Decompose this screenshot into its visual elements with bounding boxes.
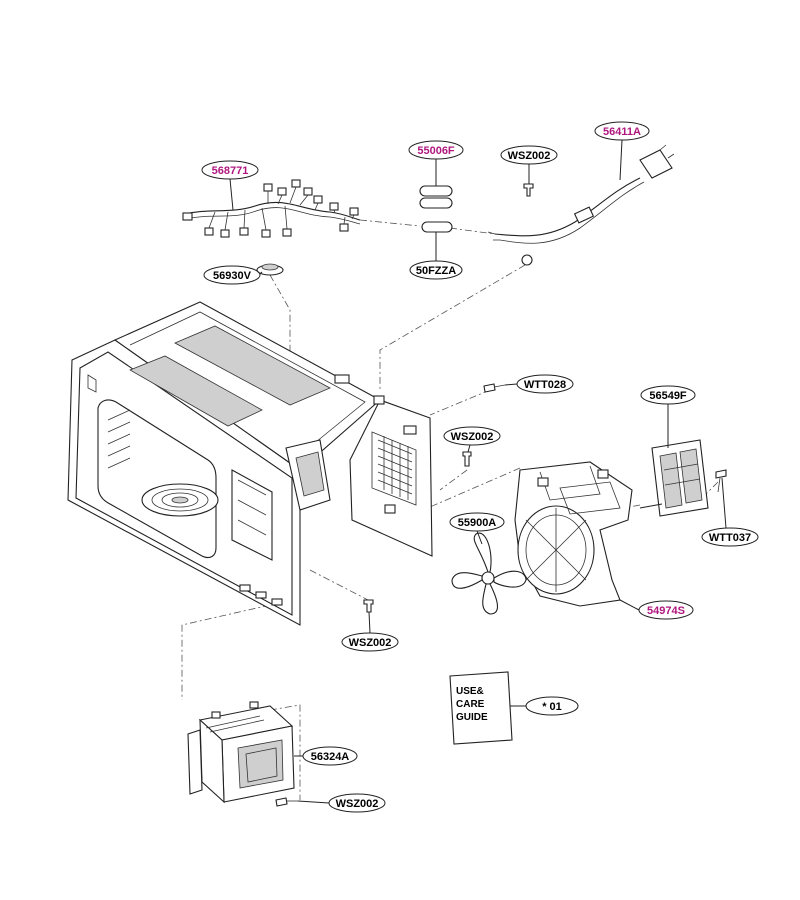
label-55006F: 55006F [417,145,455,157]
fuse-set: 55006F 50FZZA [408,140,464,280]
power-cord: 56411A [487,121,675,266]
label-56411A: 56411A [603,126,641,138]
guide-line-2: CARE [456,699,485,710]
screw-wtt037: WTT037 [701,469,759,547]
magnetron: 56324A [187,701,358,804]
screw-bottom: WSZ002 [275,793,386,813]
fan-duct: 54974S [514,461,694,620]
label-WTT028: WTT028 [524,379,566,391]
label-54974S: 54974S [647,605,685,617]
label-WSZ002-bottom: WSZ002 [336,798,379,810]
thermostat: 56930V [203,263,284,285]
label-WSZ002-top: WSZ002 [508,150,551,162]
label-manual-ref: * 01 [542,701,562,713]
label-50FZZA: 50FZZA [416,265,456,277]
label-WSZ002-mid: WSZ002 [451,431,494,443]
screw-low: WSZ002 [341,599,399,652]
label-56324A: 56324A [311,751,350,763]
screw-wtt028: WTT028 [483,374,574,394]
screw-mid: WSZ002 [443,426,501,467]
oven-cavity-frame [67,301,433,626]
guide-line-1: USE& [456,686,484,697]
guide-line-3: GUIDE [456,712,488,723]
label-WSZ002-low: WSZ002 [349,637,392,649]
use-care-guide: USE& CARE GUIDE * 01 [449,671,579,745]
label-56930V: 56930V [213,270,252,282]
wire-harness: 568771 [182,160,361,238]
label-568771: 568771 [212,165,249,177]
screw-top: WSZ002 [500,145,558,197]
label-56549F: 56549F [649,390,687,402]
fan-blade: 55900A [449,512,527,615]
fan-motor: 56549F [639,385,709,517]
label-55900A: 55900A [458,517,497,529]
label-WTT037: WTT037 [709,532,751,544]
vent-grid [377,436,413,500]
